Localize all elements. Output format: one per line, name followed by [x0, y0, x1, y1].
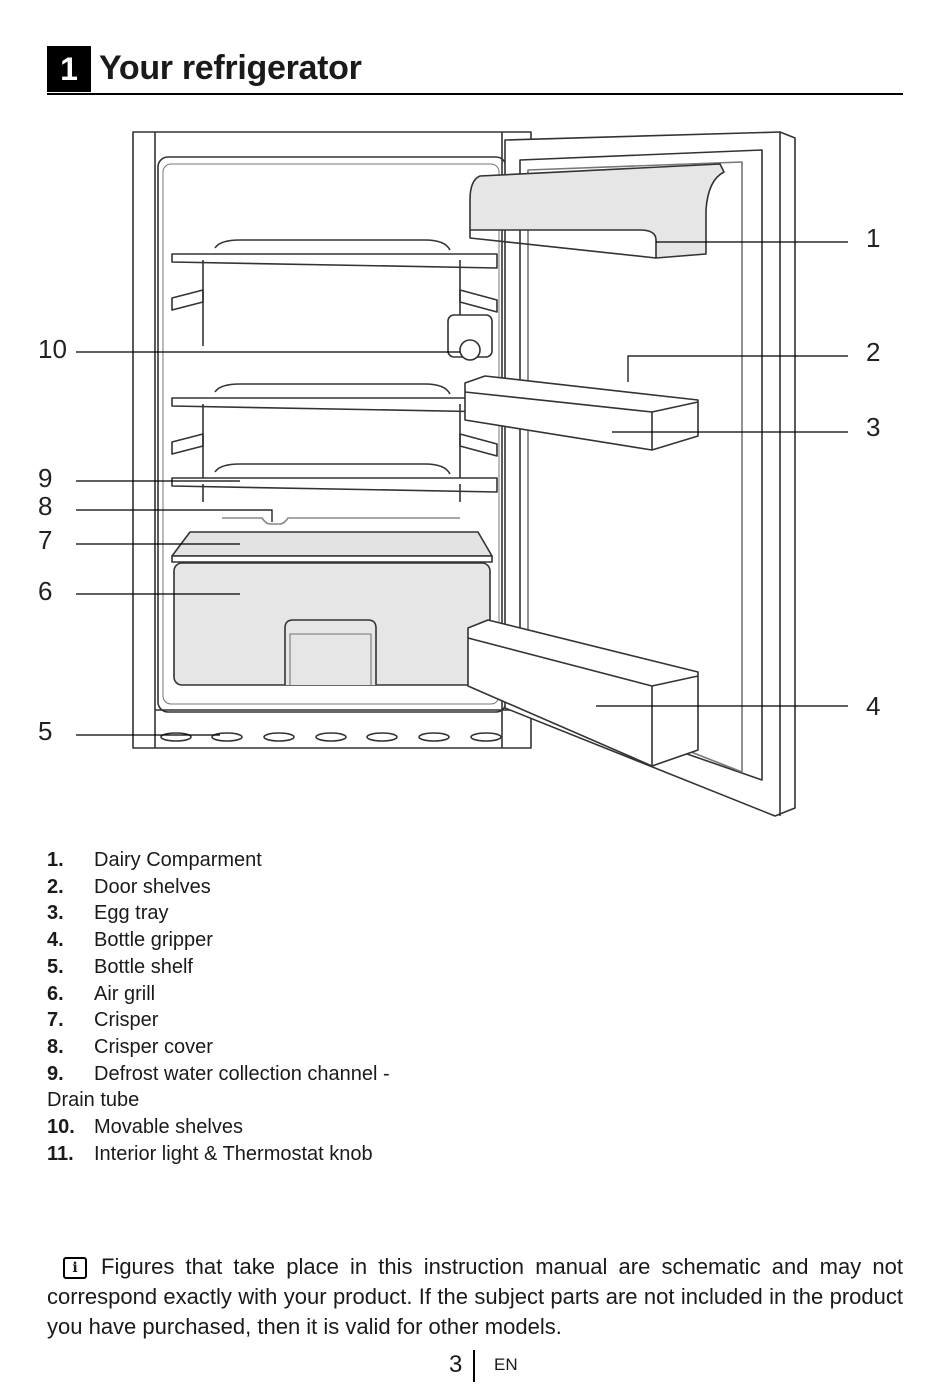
- list-item: 11.Interior light & Thermostat knob: [47, 1142, 373, 1165]
- callout-6: 6: [38, 576, 52, 606]
- footer-divider: [473, 1350, 475, 1382]
- list-item: 4.Bottle gripper: [47, 929, 213, 952]
- callout-8: 8: [38, 491, 52, 521]
- note-text: Figures that take place in this instruct…: [47, 1254, 903, 1339]
- page-footer: 3 EN: [0, 1350, 950, 1382]
- parts-list: 1.Dairy Comparment 2.Door shelves 3.Egg …: [47, 847, 647, 1167]
- page-title: Your refrigerator: [99, 49, 362, 87]
- list-item: 1.Dairy Comparment: [47, 849, 262, 871]
- list-item: 8.Crisper cover: [47, 1035, 213, 1058]
- section-header: 1 Your refrigerator: [47, 46, 903, 95]
- callout-3: 3: [866, 412, 880, 442]
- callout-10: 10: [38, 334, 67, 364]
- callout-9: 9: [38, 463, 52, 493]
- language-code: EN: [494, 1355, 518, 1374]
- list-item: 7.Crisper: [47, 1009, 159, 1032]
- callout-2: 2: [866, 337, 880, 367]
- list-item-continuation: Drain tube: [47, 1089, 140, 1112]
- callout-5: 5: [38, 716, 52, 746]
- list-item: 3.Egg tray: [47, 902, 169, 925]
- callout-4: 4: [866, 691, 880, 721]
- callout-7: 7: [38, 525, 52, 555]
- list-item: 9.Defrost water collection channel -Drai…: [47, 1061, 647, 1114]
- refrigerator-diagram: 1 2 3 4 5 6 7 8 9 10: [38, 131, 880, 817]
- section-number-badge: 1: [47, 46, 91, 92]
- list-item: 10.Movable shelves: [47, 1116, 243, 1139]
- list-item: 2.Door shelves: [47, 875, 211, 898]
- info-icon: i: [63, 1257, 87, 1279]
- callout-1: 1: [866, 223, 880, 253]
- page-number: 3: [449, 1351, 463, 1378]
- list-item: 6.Air grill: [47, 982, 156, 1005]
- list-item: 5.Bottle shelf: [47, 955, 193, 978]
